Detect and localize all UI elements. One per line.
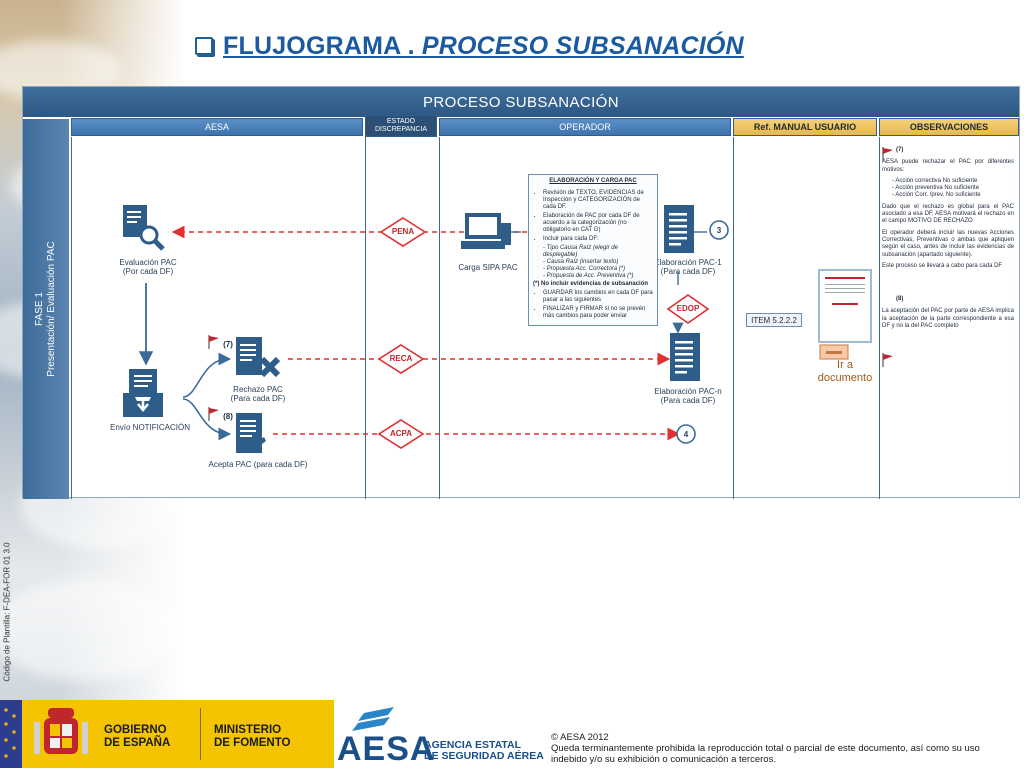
column-observaciones: OBSERVACIONES bbox=[879, 118, 1019, 136]
lane-divider bbox=[365, 137, 366, 499]
elaboracion-item: Incluir para cada DF: bbox=[543, 236, 653, 243]
elaboracion-box-heading: ELABORACIÓN Y CARGA PAC bbox=[549, 178, 637, 184]
state-acpa-label: ACPA bbox=[389, 429, 413, 438]
obs-text: Este proceso se llevará a cabo para cada… bbox=[882, 262, 1003, 269]
flag-icon bbox=[882, 353, 893, 367]
elaboracion-subitem: - Propuesta Acc. Correctora (*) bbox=[543, 266, 626, 272]
elabn-label: Elaboración PAC-n(Para cada DF) bbox=[654, 387, 722, 405]
column-operador: OPERADOR bbox=[439, 118, 731, 136]
flow-line-envio-acepta bbox=[182, 398, 232, 441]
item-reference[interactable]: ITEM 5.2.2.2 bbox=[746, 313, 802, 327]
carga-label: Carga SIPA PAC bbox=[458, 263, 518, 272]
coat-of-arms-icon bbox=[34, 708, 88, 754]
obs-bullet: - Acción correctiva No suficiente bbox=[892, 177, 978, 184]
rechazo-label: Rechazo PAC(Para cada DF) bbox=[230, 385, 286, 403]
lane-divider bbox=[733, 137, 734, 499]
state-edop bbox=[666, 294, 710, 324]
connector-icon bbox=[676, 424, 696, 444]
flowchart: PROCESO SUBSANACIÓN FASE 1 Presentación/… bbox=[22, 86, 1020, 499]
state-pena-label: PENA bbox=[391, 227, 415, 236]
aesa-logo-icon bbox=[352, 707, 394, 731]
state-acpa bbox=[377, 419, 425, 449]
lane-divider bbox=[439, 137, 440, 499]
phase-band: FASE 1 Presentación/ Evaluación PAC bbox=[23, 119, 69, 499]
lane-divider bbox=[879, 137, 880, 499]
flag-8-label: (8) bbox=[223, 412, 233, 421]
document-reject-icon bbox=[236, 337, 281, 378]
state-reca bbox=[377, 344, 425, 374]
computer-icon bbox=[461, 213, 511, 249]
obs-text: El operador deberá incluir las nuevas Ac… bbox=[882, 229, 1014, 258]
elaboracion-note: (*) No incluir evidencias de subsanación bbox=[533, 281, 649, 287]
state-pena bbox=[379, 217, 427, 247]
form-code: Código de Plantilla: F-DEA-FOR 01 3.0 bbox=[2, 542, 12, 682]
document-link-icon[interactable] bbox=[819, 344, 849, 360]
state-edop-label: EDOP bbox=[676, 304, 700, 313]
obs-text: AESA puede rechazar el PAC por diferente… bbox=[882, 159, 1014, 173]
evaluacion-label: Evaluación PAC(Por cada DF) bbox=[119, 258, 177, 276]
elaboracion-item: FINALIZAR y FIRMAR si no se prevén más c… bbox=[543, 306, 653, 320]
document-accept-icon bbox=[236, 413, 266, 453]
eu-flag-icon bbox=[0, 700, 22, 768]
document-icon bbox=[670, 333, 700, 381]
column-aesa: AESA bbox=[71, 118, 363, 136]
envio-label: Envío NOTIFICACIÓN bbox=[109, 423, 190, 432]
ir-a-documento-link[interactable]: Ir a documento bbox=[817, 359, 873, 384]
connector-4-label: 4 bbox=[683, 430, 689, 439]
column-ref-manual: Ref. MANUAL USUARIO bbox=[733, 118, 877, 136]
flag-icon bbox=[882, 147, 893, 161]
document-thumbnail[interactable] bbox=[818, 269, 872, 343]
checkbox-icon bbox=[195, 37, 213, 55]
flowchart-header: PROCESO SUBSANACIÓN bbox=[23, 87, 1019, 117]
column-estado: ESTADO DISCREPANCIA bbox=[365, 115, 437, 137]
connector-icon bbox=[709, 220, 729, 240]
footer-separator bbox=[200, 708, 201, 760]
state-reca-label: RECA bbox=[389, 354, 413, 363]
lane-divider bbox=[71, 137, 72, 499]
elab1-label: Elaboración PAC-1(Para cada DF) bbox=[654, 258, 722, 276]
elaboracion-subitem: - Tipo Causa Raíz (elegir de desplegable… bbox=[543, 245, 618, 258]
obs-text: Dado que el rechazo es global para el PA… bbox=[882, 203, 1014, 225]
acepta-label: Acepta PAC (para cada DF) bbox=[208, 460, 308, 469]
aesa-wordmark: AESA bbox=[337, 730, 436, 768]
elaboracion-item: Revisión de TEXTO, EVIDENCIAS de Inspecc… bbox=[543, 190, 653, 211]
flag-7-label: (7) bbox=[223, 340, 233, 349]
obs-bullet: - Acción Corr. /prev. No suficiente bbox=[892, 192, 981, 199]
document-search-icon bbox=[123, 205, 165, 251]
obs-text: La aceptación del PAC por parte de AESA … bbox=[882, 308, 1014, 330]
copyright-notice: © AESA 2012 Queda terminantemente prohib… bbox=[551, 732, 980, 765]
elaboracion-subitem: - Causa Raíz (insertar texto) bbox=[543, 259, 619, 265]
page-title-text: FLUJOGRAMA . PROCESO SUBSANACIÓN bbox=[223, 31, 744, 60]
flag-icon bbox=[208, 335, 219, 349]
observaciones-panel: (7) AESA puede rechazar el PAC por difer… bbox=[882, 147, 1014, 334]
page-title: FLUJOGRAMA . PROCESO SUBSANACIÓN bbox=[195, 30, 744, 62]
connector-3-label: 3 bbox=[716, 226, 722, 235]
elaboracion-item: GUARDAR los cambios en cada DF para pasa… bbox=[543, 290, 653, 304]
elaboracion-box: ELABORACIÓN Y CARGA PAC Revisión de TEXT… bbox=[528, 174, 658, 326]
elaboracion-subitem: - Propuesta de Acc. Preventiva (*) bbox=[543, 273, 634, 279]
elaboracion-item: Elaboración de PAC por cada DF de acuerd… bbox=[543, 213, 653, 234]
obs-bullet: - Acción preventiva No suficiente bbox=[892, 185, 980, 192]
flow-connections bbox=[123, 147, 893, 453]
obs-flag-7: (7) bbox=[896, 147, 904, 153]
inbox-download-icon bbox=[123, 369, 163, 417]
document-icon bbox=[664, 205, 694, 253]
obs-flag-8: (8) bbox=[896, 296, 904, 303]
flag-icon bbox=[208, 407, 219, 421]
flow-line-envio-rechazo bbox=[182, 352, 232, 398]
